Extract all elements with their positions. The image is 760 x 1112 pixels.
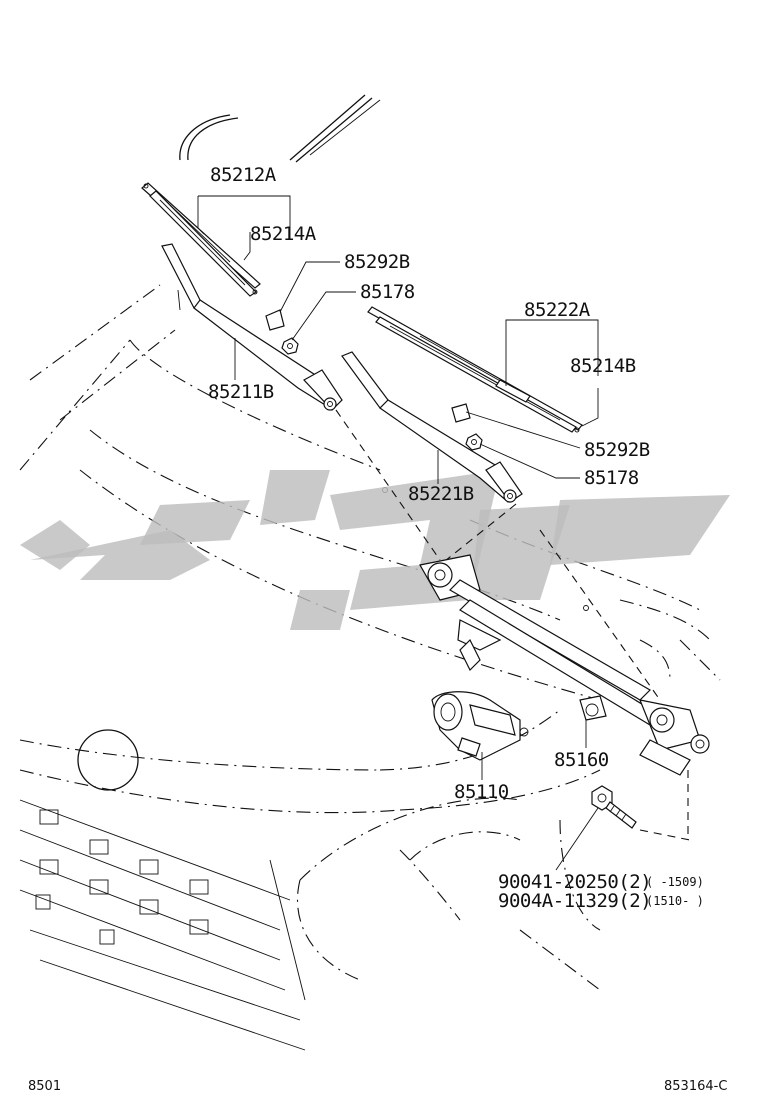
watermark-logo [20, 470, 730, 630]
pivot-nut-left [281, 337, 299, 355]
label-bolt-90041: 90041-20250(2) [498, 871, 651, 893]
pivot-cap-left [265, 309, 285, 331]
footer-left-code: 8501 [28, 1079, 61, 1094]
label-85110: 85110 [454, 781, 509, 803]
cowl-line [129, 339, 381, 471]
label-85178-left: 85178 [360, 281, 415, 303]
wiper-link-assembly [419, 554, 710, 776]
hood-front-edge [19, 739, 381, 771]
emblem-outline [77, 729, 139, 791]
label-85222A: 85222A [524, 299, 591, 321]
wiper-arm-left [161, 243, 343, 411]
label-85211B: 85211B [208, 381, 274, 403]
leader-85222A [505, 319, 599, 386]
leader-85292B-left [279, 261, 340, 313]
label-85212A: 85212A [210, 164, 277, 186]
windshield-pillar [289, 94, 366, 161]
vehicle-outline [19, 94, 721, 1051]
label-85292B-right: 85292B [584, 439, 650, 461]
leader-bolt [555, 807, 599, 871]
leader-85178-left [291, 291, 356, 341]
label-85221B: 85221B [408, 483, 474, 505]
mounting-bolt [591, 785, 637, 829]
pivot-nut-right [465, 433, 483, 451]
label-bolt-90041-range: ( -1509) [646, 875, 704, 889]
windshield-corner-left [179, 114, 231, 161]
wiper-arm-right [341, 351, 523, 503]
leader-85292B-right [465, 411, 581, 449]
wiper-motor [431, 691, 529, 761]
label-bolt-9004A: 9004A-11329(2) [498, 890, 651, 912]
leader-85178-right [479, 443, 580, 479]
footer-right-code: 853164-C [664, 1079, 727, 1094]
label-85214A: 85214A [250, 223, 317, 245]
hood-edge-left [29, 284, 161, 381]
label-85214B: 85214B [570, 355, 636, 377]
wiper-blade-left [141, 182, 261, 297]
pivot-cap-right [451, 403, 471, 423]
label-85160: 85160 [554, 749, 609, 771]
leader-85212A [197, 196, 205, 235]
headlamp-outline [299, 797, 521, 881]
grille [19, 799, 291, 901]
leader-85214A [243, 232, 251, 261]
label-bolt-9004A-range: (1510- ) [646, 894, 704, 908]
label-85178-right: 85178 [584, 467, 639, 489]
wiper-blade-right [367, 306, 583, 433]
label-85292B-left: 85292B [344, 251, 410, 273]
leader-85214B [581, 388, 599, 427]
